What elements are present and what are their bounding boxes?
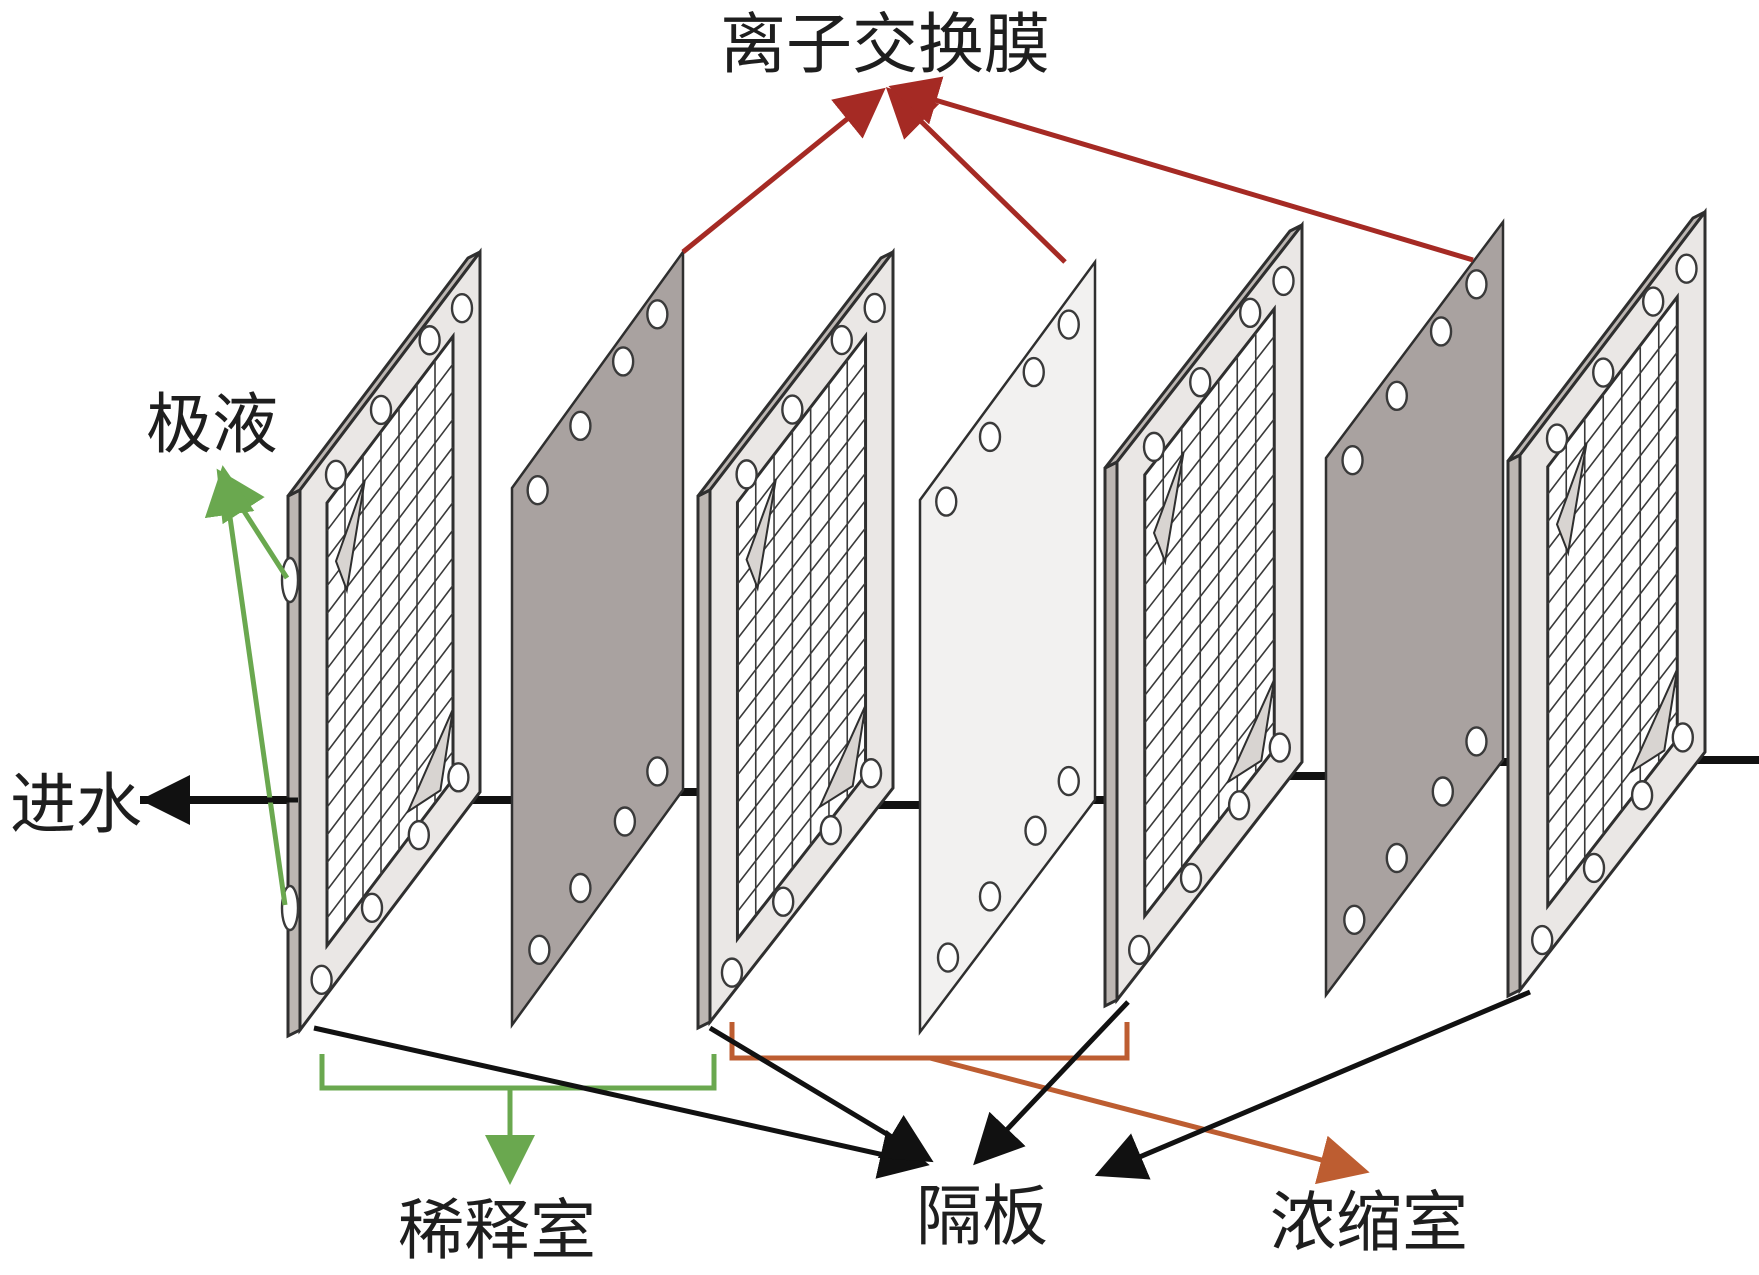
label-water-inlet: 进水 [10,766,142,843]
port-hole [1671,722,1695,753]
port-hole [569,410,592,442]
port-hole [1385,380,1409,412]
dilute-chamber-bracket [319,1054,717,1185]
label-electrode-liquid: 极液 [146,386,278,463]
port-hole [407,819,430,851]
port-hole [1465,726,1488,757]
ion-exchange-membrane-dark [510,248,685,1029]
port-hole [1465,269,1488,300]
port-hole [1431,776,1455,807]
port-hole [1641,286,1665,317]
port-hole [528,934,551,965]
spacer-plate [696,247,895,1031]
port-hole [735,459,758,490]
spacer-plate [1506,207,1707,999]
ion-exchange-membrane-light [918,258,1097,1036]
port-hole [1268,732,1292,763]
membrane-arrow [681,87,886,254]
port-hole [1057,765,1080,797]
port-hole [720,957,744,988]
label-concentrate-chamber: 浓缩室 [1270,1184,1468,1261]
port-hole [646,756,669,787]
port-hole [611,346,635,377]
port-hole [310,964,333,996]
electrode-liquid-arrows [204,465,290,906]
port-hole [1142,431,1166,463]
port-hole [1272,265,1295,297]
label-spacer: 隔板 [916,1178,1048,1255]
spacer-plate [286,247,482,1039]
port-hole [936,942,960,973]
port-hole [772,886,795,917]
port-hole [418,325,441,356]
port-hole [1630,780,1654,811]
port-hole [1545,423,1569,454]
port-hole [978,881,1002,912]
electrode-liquid-arrow [204,465,288,906]
port-hole [1024,815,1047,846]
port-hole [819,814,842,846]
port-hole [830,324,853,356]
ion-exchange-membrane-dark [1324,218,1505,999]
port-hole [1530,924,1554,956]
port-hole [1227,790,1251,821]
port-hole [1127,934,1151,966]
port-hole [613,806,637,837]
port-hole [1238,297,1262,329]
spacer-arrow [708,1025,934,1163]
port-hole [781,394,804,425]
port-hole [859,758,883,789]
port-hole [978,421,1002,453]
port-hole [1057,309,1080,340]
membrane-arrow [885,87,1067,264]
port-hole [526,475,549,506]
label-dilute-chamber: 稀释室 [398,1192,596,1269]
port-hole [863,292,886,324]
port-hole [1343,904,1366,935]
port-hole [1341,445,1364,476]
membrane-arrows [681,76,1474,264]
port-hole [1429,316,1453,347]
spacer-arrow [973,1000,1130,1166]
port-hole [569,872,592,904]
electrode-nozzle [280,556,300,604]
port-hole [1675,253,1698,284]
port-hole [450,293,474,324]
port-hole [935,486,958,517]
label-ion-exchange-membrane: 离子交换膜 [720,6,1050,83]
port-hole [1592,357,1615,388]
port-hole [1022,356,1045,388]
port-hole [447,762,470,793]
port-hole [369,394,393,426]
membrane-arrow [888,76,1474,263]
plate-stack [280,207,1707,1039]
port-hole [1189,367,1212,398]
port-hole [360,892,384,923]
spacer-plate [1103,220,1304,1009]
port-hole [1179,862,1203,894]
spacer-arrow [1094,989,1531,1180]
spacer-arrows [313,989,1531,1180]
port-hole [1582,852,1606,884]
spacer-arrow [313,1025,930,1179]
port-hole [324,459,348,490]
port-hole [646,299,669,330]
port-hole [1385,842,1409,874]
